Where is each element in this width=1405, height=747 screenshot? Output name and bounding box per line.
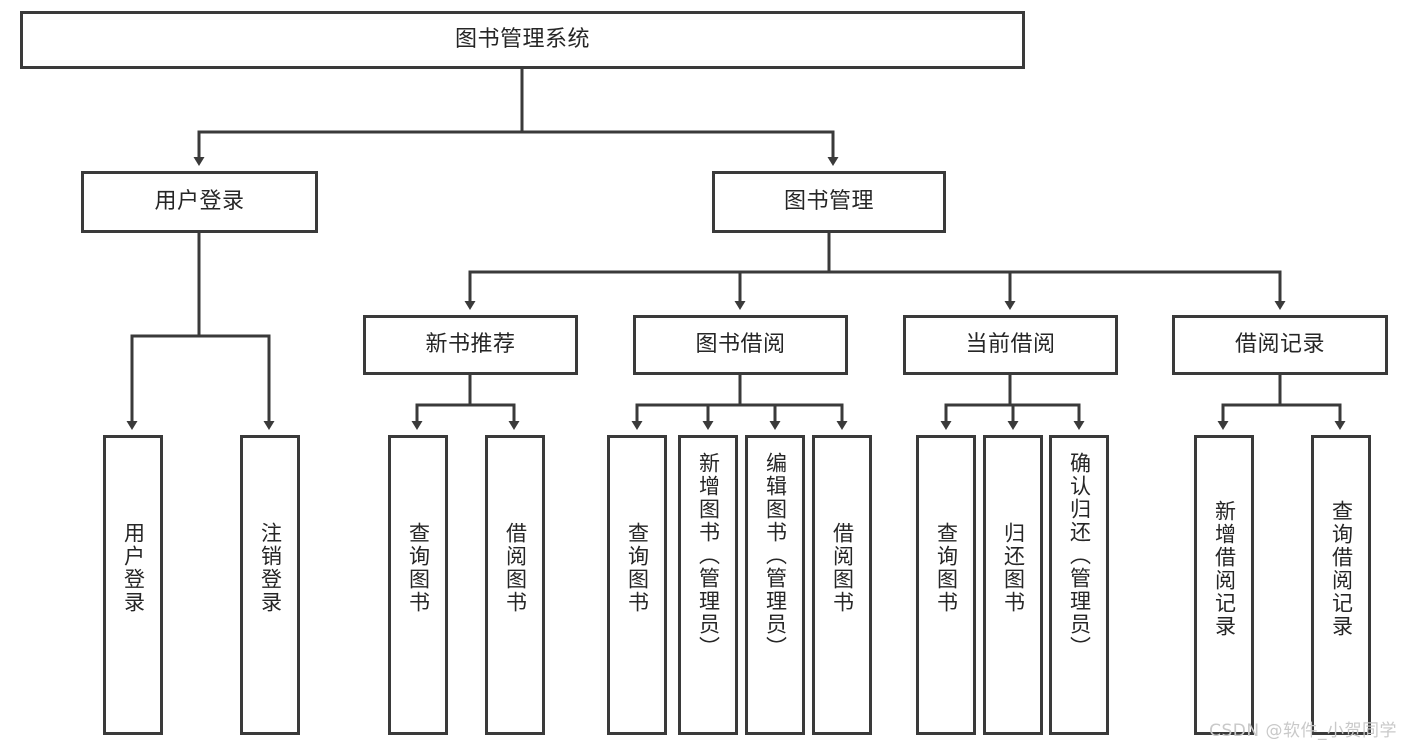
node-label: 编辑图书（管理员） [763, 452, 788, 659]
leaf-borrow-borrow-book[interactable]: 借阅图书 [812, 435, 872, 735]
leaf-current-query-book[interactable]: 查询图书 [916, 435, 976, 735]
node-current-borrow[interactable]: 当前借阅 [903, 315, 1118, 375]
node-new-book-recommend[interactable]: 新书推荐 [363, 315, 578, 375]
leaf-recommend-borrow-book[interactable]: 借阅图书 [485, 435, 545, 735]
node-label: 借阅图书 [503, 522, 528, 614]
node-label: 用户登录 [154, 189, 245, 215]
node-label: 图书借阅 [695, 332, 786, 358]
leaf-current-confirm-return-admin[interactable]: 确认归还（管理员） [1049, 435, 1109, 735]
node-book-management[interactable]: 图书管理 [712, 171, 946, 233]
leaf-borrow-add-book-admin[interactable]: 新增图书（管理员） [678, 435, 738, 735]
node-root-system[interactable]: 图书管理系统 [20, 11, 1025, 69]
node-label: 新书推荐 [425, 332, 516, 358]
leaf-record-add-borrow-record[interactable]: 新增借阅记录 [1194, 435, 1254, 735]
node-label: 查询图书 [934, 522, 959, 614]
node-label: 借阅图书 [830, 522, 855, 614]
csdn-watermark: CSDN @软件_小贺同学 [1209, 721, 1397, 741]
node-label: 归还图书 [1001, 522, 1026, 614]
node-user-login[interactable]: 用户登录 [81, 171, 318, 233]
node-label: 查询图书 [625, 522, 650, 614]
node-label: 当前借阅 [965, 332, 1056, 358]
node-label: 查询借阅记录 [1329, 500, 1354, 638]
leaf-record-query-borrow-record[interactable]: 查询借阅记录 [1311, 435, 1371, 735]
node-label: 图书管理系统 [454, 27, 590, 53]
node-label: 注销登录 [258, 522, 283, 614]
node-label: 用户登录 [121, 522, 146, 614]
node-label: 确认归还（管理员） [1067, 452, 1092, 659]
leaf-current-return-book[interactable]: 归还图书 [983, 435, 1043, 735]
leaf-user-logout[interactable]: 注销登录 [240, 435, 300, 735]
node-book-borrow[interactable]: 图书借阅 [633, 315, 848, 375]
node-label: 新增图书（管理员） [696, 452, 721, 659]
node-label: 图书管理 [783, 189, 874, 215]
node-label: 新增借阅记录 [1212, 500, 1237, 638]
node-label: 查询图书 [406, 522, 431, 614]
leaf-user-login-do[interactable]: 用户登录 [103, 435, 163, 735]
leaf-borrow-edit-book-admin[interactable]: 编辑图书（管理员） [745, 435, 805, 735]
leaf-borrow-query-book[interactable]: 查询图书 [607, 435, 667, 735]
leaf-recommend-query-book[interactable]: 查询图书 [388, 435, 448, 735]
node-borrow-record[interactable]: 借阅记录 [1172, 315, 1388, 375]
node-label: 借阅记录 [1234, 332, 1325, 358]
